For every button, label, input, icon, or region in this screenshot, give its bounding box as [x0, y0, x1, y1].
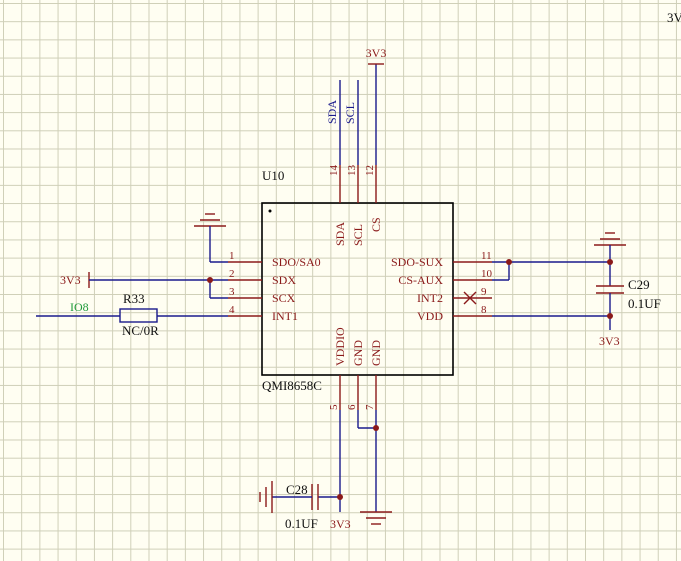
left-pins: 1 2 3 4 SDO/SA0 SDX SCX INT1 — [228, 250, 321, 323]
bottom-nets: 3V3 — [330, 410, 392, 531]
pin-12-name: CS — [369, 217, 383, 232]
pin-3-name: SCX — [272, 291, 296, 305]
pin-12-num: 12 — [364, 165, 376, 176]
pin1-marker — [268, 209, 272, 213]
chip-part: QMI8658C — [262, 378, 322, 393]
right-pins: 11 10 9 8 SDO-SUX CS-AUX INT2 VDD — [391, 250, 493, 323]
left-gnd-symbol — [194, 213, 228, 263]
pin-7-num: 7 — [364, 404, 376, 410]
c29-ref: C29 — [628, 277, 650, 292]
top-nets: SDA SCL 3V3 — [325, 46, 386, 165]
pin-7-name: GND — [369, 340, 383, 366]
pin-4-num: 4 — [229, 304, 235, 316]
pin-5-name: VDDIO — [333, 327, 347, 366]
c29-value: 0.1UF — [628, 296, 661, 311]
net-sda-label: SDA — [325, 100, 339, 124]
pin-4-name: INT1 — [272, 309, 298, 323]
top-pins: 14 13 12 SDA SCL CS — [328, 165, 383, 247]
pin-14-name: SDA — [333, 222, 347, 246]
r33-resistor — [119, 308, 158, 323]
corner-label: 3V — [667, 10, 681, 25]
left-power-net: 3V3 — [60, 272, 228, 299]
junction-sdo-sux — [506, 259, 512, 265]
pin-6-num: 6 — [346, 404, 358, 410]
junction-sdx — [207, 277, 213, 283]
c29-capacitor: C29 0.1UF 3V3 — [594, 232, 661, 348]
net-scl-label: SCL — [343, 102, 357, 124]
left-power-label: 3V3 — [60, 273, 81, 287]
int1-net: IO8 R33 NC/0R — [36, 291, 228, 338]
pin-10-name: CS-AUX — [398, 273, 443, 287]
pin-2-num: 2 — [229, 268, 235, 280]
bottom-pins: 5 6 7 VDDIO GND GND — [328, 327, 383, 410]
r33-value: NC/0R — [122, 323, 159, 338]
pin-8-name: VDD — [417, 309, 443, 323]
c28-power-label: 3V3 — [330, 517, 351, 531]
chip-ref: U10 — [262, 168, 284, 183]
pin-5-num: 5 — [328, 404, 340, 410]
pin-14-num: 14 — [328, 165, 340, 177]
pin-6-name: GND — [351, 340, 365, 366]
junction-gnd — [373, 425, 379, 431]
r33-ref: R33 — [123, 291, 145, 306]
pin-13-num: 13 — [346, 165, 358, 177]
pin-2-name: SDX — [272, 273, 296, 287]
pin-8-num: 8 — [481, 304, 487, 316]
pin-1-num: 1 — [229, 250, 235, 262]
c29-power-label: 3V3 — [599, 334, 620, 348]
pin-9-num: 9 — [481, 286, 487, 298]
pin-9-name: INT2 — [417, 291, 443, 305]
c28-ref: C28 — [286, 482, 308, 497]
int2-no-connect — [463, 291, 477, 305]
io8-label: IO8 — [70, 300, 89, 314]
pin-11-num: 11 — [481, 250, 492, 262]
c28-value: 0.1UF — [285, 516, 318, 531]
pin-1-name: SDO/SA0 — [272, 255, 321, 269]
right-nets — [492, 259, 610, 317]
pin-3-num: 3 — [229, 286, 235, 298]
pin-10-num: 10 — [481, 268, 493, 280]
c28-capacitor: C28 0.1UF — [259, 481, 343, 531]
pin-11-name: SDO-SUX — [391, 255, 443, 269]
pin-13-name: SCL — [351, 224, 365, 246]
top-power-label: 3V3 — [366, 46, 387, 60]
